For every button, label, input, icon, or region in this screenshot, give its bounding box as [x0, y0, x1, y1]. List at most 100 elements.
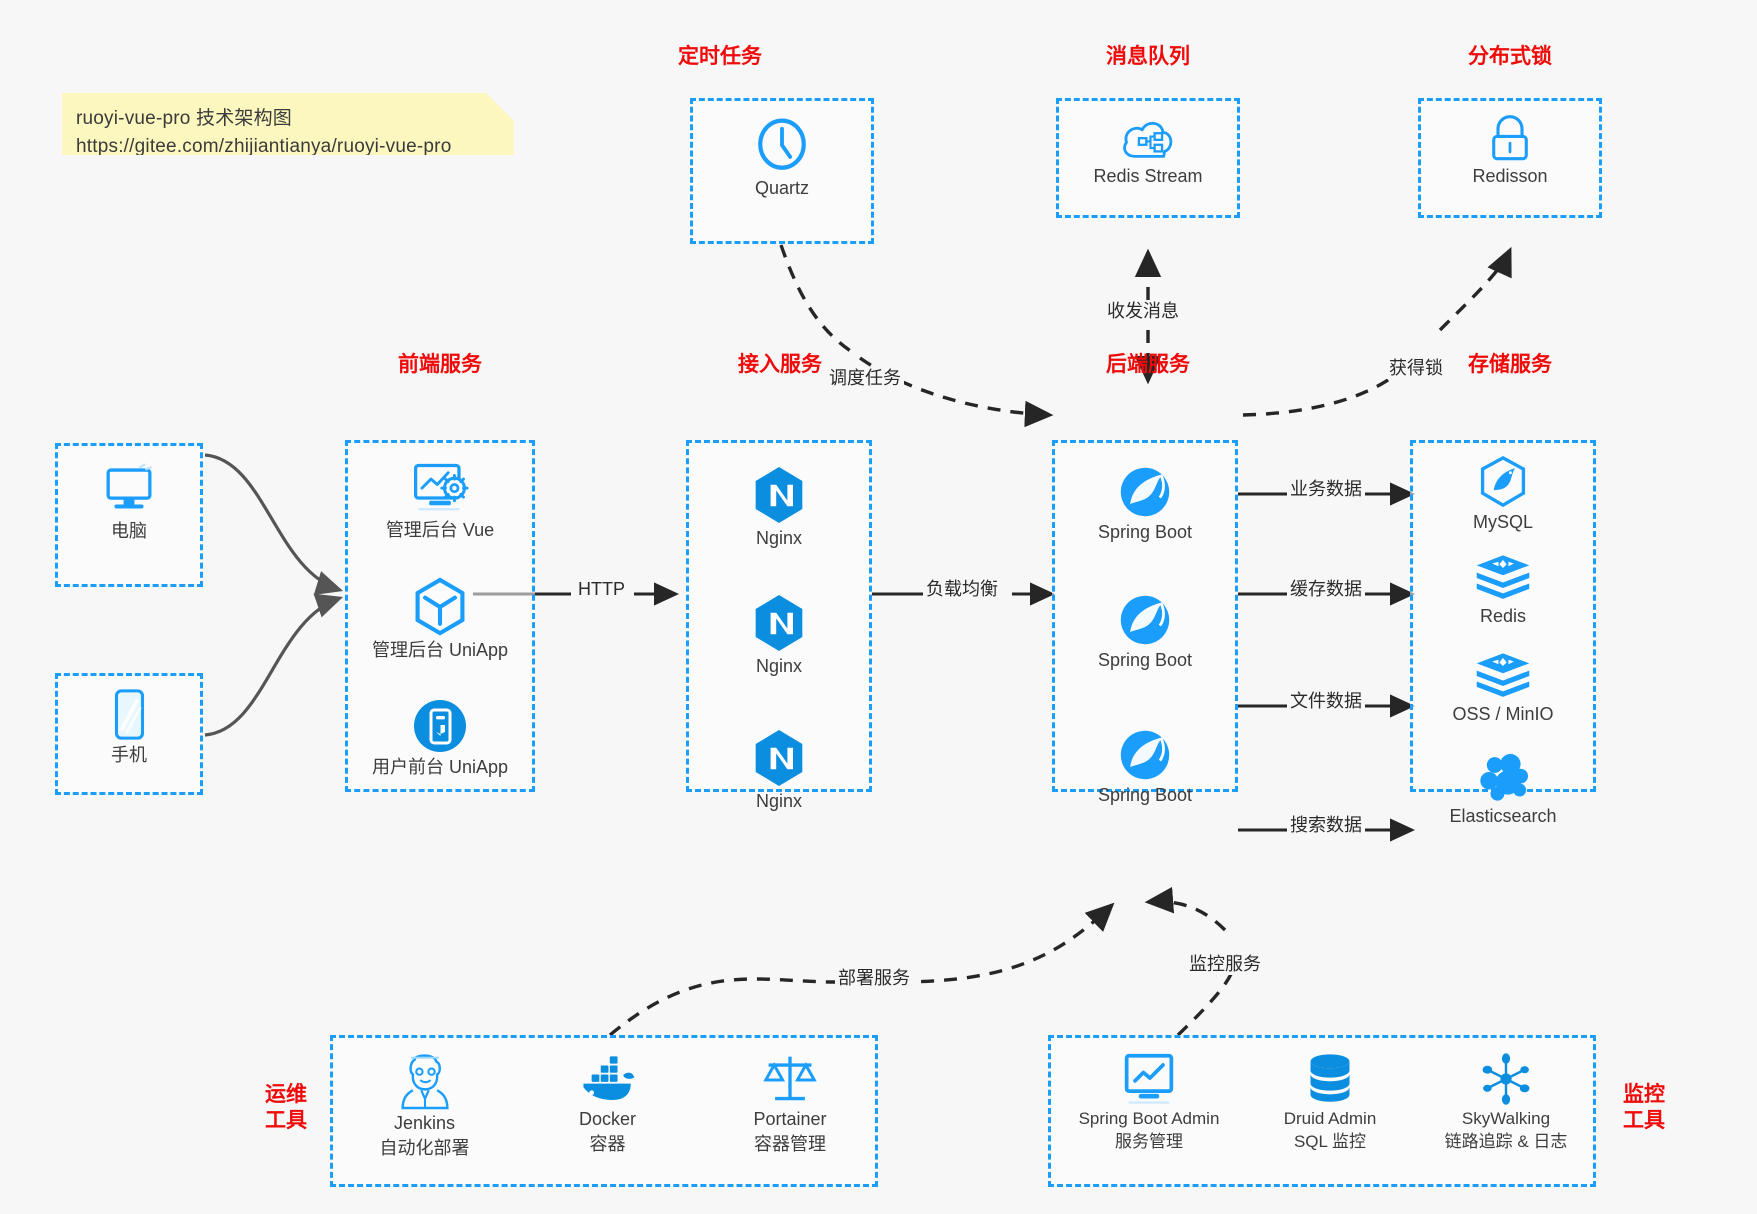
scales-icon — [763, 1056, 817, 1101]
caption-frontend: 前端服务 — [398, 353, 482, 376]
group-client-desktop[interactable]: 电脑 — [55, 443, 203, 587]
edge-label-load-balance: 负载均衡 — [923, 579, 1001, 600]
edge-label-acquire-lock: 获得锁 — [1386, 358, 1446, 379]
node-label: Elasticsearch — [1449, 806, 1557, 826]
node-nginx-3[interactable]: Nginx — [689, 728, 869, 813]
node-jenkins[interactable]: Jenkins 自动化部署 — [333, 1052, 516, 1159]
node-sublabel: 服务管理 — [1115, 1132, 1183, 1152]
node-mysql[interactable]: MySQL — [1413, 455, 1593, 534]
node-label: Druid Admin — [1283, 1109, 1377, 1128]
node-spring-boot-1[interactable]: Spring Boot — [1055, 465, 1235, 544]
node-druid-admin[interactable]: Druid Admin SQL 监控 — [1247, 1052, 1413, 1153]
node-elasticsearch[interactable]: Elasticsearch — [1413, 753, 1593, 828]
group-storage[interactable]: MySQL Redis OSS / MinIO — [1410, 440, 1596, 826]
group-monitor[interactable]: Spring Boot Admin 服务管理 Druid Admin SQL 监… — [1048, 1035, 1596, 1187]
caption-monitor-line1: 监控 — [1623, 1083, 1665, 1106]
node-admin-vue[interactable]: 管理后台 Vue — [348, 461, 532, 542]
node-label: Quartz — [754, 178, 810, 198]
node-label: Spring Boot — [1097, 650, 1193, 670]
elasticsearch-icon — [1480, 753, 1528, 801]
node-portainer[interactable]: Portainer 容器管理 — [699, 1052, 881, 1155]
nginx-icon — [755, 730, 803, 786]
group-frontend[interactable]: 管理后台 Vue 管理后台 UniApp 用户前台 UniApp — [345, 440, 535, 792]
caption-lock: 分布式锁 — [1468, 45, 1552, 68]
group-gateway[interactable]: Nginx Nginx Nginx — [686, 440, 872, 811]
node-redis[interactable]: Redis — [1413, 553, 1593, 628]
node-sublabel: 链路追踪 & 日志 — [1444, 1132, 1568, 1152]
wire-devops-to-backend — [608, 977, 836, 1037]
node-nginx-2[interactable]: Nginx — [689, 593, 869, 678]
edge-label-send-receive-message: 收发消息 — [1104, 301, 1182, 322]
caption-monitor: 监控 工具 — [1608, 1082, 1680, 1133]
note-url: https://gitee.com/zhijiantianya/ruoyi-vu… — [76, 135, 452, 157]
node-sublabel: 容器管理 — [754, 1133, 826, 1154]
node-spring-boot-admin[interactable]: Spring Boot Admin 服务管理 — [1051, 1052, 1247, 1153]
node-admin-uniapp[interactable]: 管理后台 UniApp — [348, 577, 532, 662]
desktop-icon — [106, 463, 152, 509]
edge-label-search-data: 搜索数据 — [1287, 815, 1365, 836]
node-quartz[interactable]: Quartz — [693, 117, 871, 200]
skywalking-node-icon — [1482, 1053, 1530, 1105]
node-label: Nginx — [755, 528, 803, 548]
wire-desktop-to-frontend — [204, 453, 344, 595]
node-spring-boot-2[interactable]: Spring Boot — [1055, 593, 1235, 672]
node-redis-stream[interactable]: Redis Stream — [1059, 115, 1237, 188]
node-label: 管理后台 Vue — [385, 520, 495, 540]
node-label: 用户前台 UniApp — [371, 757, 509, 777]
node-user-uniapp[interactable]: 用户前台 UniApp — [348, 698, 532, 779]
caption-scheduler: 定时任务 — [678, 45, 762, 68]
node-skywalking[interactable]: SkyWalking 链路追踪 & 日志 — [1413, 1052, 1599, 1153]
edge-label-business-data: 业务数据 — [1287, 479, 1365, 500]
node-label: Redis — [1479, 606, 1527, 626]
node-label: Redis Stream — [1093, 166, 1203, 186]
node-label: Redisson — [1472, 166, 1548, 186]
node-sublabel: 自动化部署 — [379, 1137, 470, 1158]
clock-icon — [758, 118, 806, 170]
wire-phone-to-frontend — [204, 593, 344, 737]
group-mq[interactable]: Redis Stream — [1056, 98, 1240, 218]
spring-boot-icon — [1120, 730, 1170, 780]
edge-label-cache-data: 缓存数据 — [1287, 579, 1365, 600]
title-note: ruoyi-vue-pro 技术架构图 https://gitee.com/zh… — [62, 93, 514, 155]
nginx-icon — [755, 467, 803, 523]
node-label: MySQL — [1472, 512, 1533, 532]
jenkins-butler-icon — [400, 1054, 449, 1110]
group-devops[interactable]: Jenkins 自动化部署 Docker 容器 — [330, 1035, 878, 1187]
note-title: ruoyi-vue-pro 技术架构图 — [76, 108, 293, 129]
padlock-icon — [1492, 115, 1528, 161]
node-sublabel: SQL 监控 — [1293, 1132, 1367, 1152]
group-scheduler[interactable]: Quartz — [690, 98, 874, 244]
node-redisson[interactable]: Redisson — [1421, 115, 1599, 188]
group-client-phone[interactable]: 手机 — [55, 673, 203, 795]
group-backend[interactable]: Spring Boot Spring Boot Spring Boot — [1052, 440, 1238, 805]
caption-mq: 消息队列 — [1106, 45, 1190, 68]
node-label: Nginx — [755, 656, 803, 676]
node-label: Spring Boot — [1097, 522, 1193, 542]
node-oss-minio[interactable]: OSS / MinIO — [1413, 651, 1593, 726]
redis-stack-icon — [1476, 555, 1530, 599]
node-docker[interactable]: Docker 容器 — [516, 1054, 699, 1155]
caption-devops: 运维 工具 — [250, 1082, 322, 1133]
smartphone-icon — [114, 689, 145, 740]
spring-boot-icon — [1120, 595, 1170, 645]
node-spring-boot-3[interactable]: Spring Boot — [1055, 728, 1235, 807]
node-sublabel: 容器 — [589, 1133, 626, 1154]
node-label: 电脑 — [111, 521, 147, 541]
node-phone[interactable]: 手机 — [58, 688, 200, 767]
docker-whale-icon — [582, 1056, 634, 1100]
edge-label-monitor-service: 监控服务 — [1186, 954, 1264, 975]
caption-devops-line2: 工具 — [265, 1108, 307, 1132]
caption-devops-line1: 运维 — [265, 1083, 307, 1106]
node-desktop[interactable]: 电脑 — [58, 462, 200, 543]
node-label: Portainer — [753, 1109, 827, 1129]
node-label: Nginx — [755, 791, 803, 811]
dashboard-gear-icon — [413, 463, 469, 511]
node-label: 手机 — [111, 745, 147, 765]
database-icon — [1310, 1054, 1350, 1102]
hexagon-cube-icon — [415, 577, 465, 636]
node-nginx-1[interactable]: Nginx — [689, 465, 869, 550]
edge-label-schedule-task: 调度任务 — [826, 368, 904, 389]
group-lock[interactable]: Redisson — [1418, 98, 1602, 218]
